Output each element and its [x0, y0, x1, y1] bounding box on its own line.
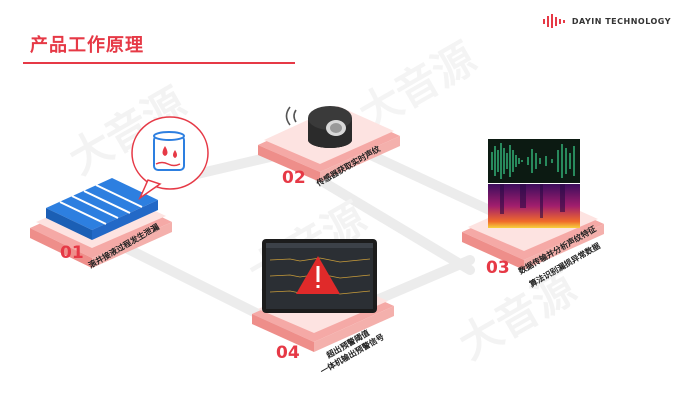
brand-logo-icon [542, 14, 565, 28]
page-title: 产品工作原理 [30, 35, 144, 56]
barrel-leak-icon [131, 116, 209, 201]
brand: DAYIN TECHNOLOGY [542, 14, 671, 28]
pallet-icon [46, 178, 158, 240]
monitor-warning-icon [262, 239, 377, 313]
acoustic-sensor-icon [285, 106, 352, 148]
step-number-03: 03 [486, 258, 510, 278]
brand-name: DAYIN TECHNOLOGY [571, 16, 671, 26]
spectrogram-icon [488, 184, 580, 228]
step-number-01: 01 [60, 243, 84, 263]
waveform-icon [488, 139, 580, 183]
step-number-02: 02 [282, 168, 306, 188]
svg-text:大音源: 大音源 [451, 263, 585, 368]
step-number-04: 04 [276, 343, 300, 363]
title-underline [23, 62, 295, 64]
